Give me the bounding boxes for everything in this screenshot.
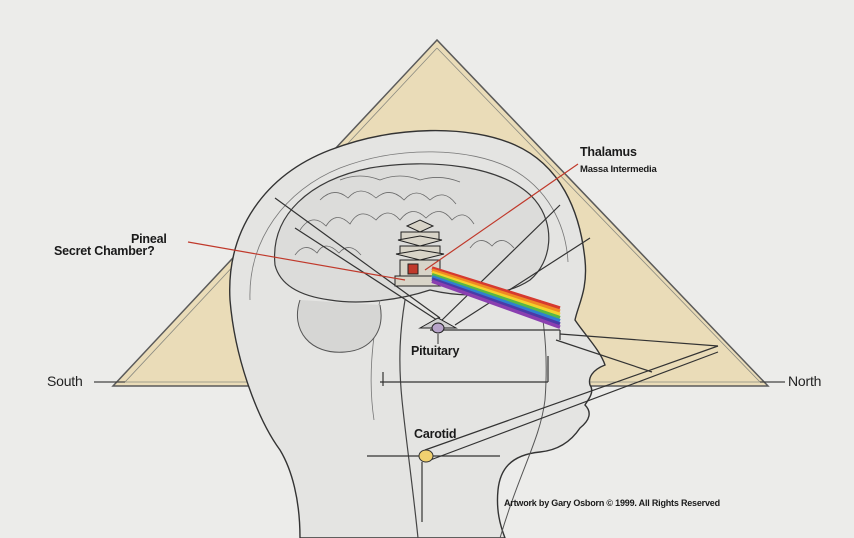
artwork-credit: Artwork by Gary Osborn © 1999. All Right… [504,498,720,508]
south-label: South [47,373,83,389]
massa-intermedia-label: Massa Intermedia [580,165,657,175]
secret-chamber-label: Secret Chamber? [54,245,155,258]
carotid-node [419,450,433,462]
carotid-label: Carotid [414,428,456,441]
north-label: North [788,373,821,389]
pituitary-label: Pituitary [411,345,459,358]
thalamus-label: Thalamus [580,146,637,159]
